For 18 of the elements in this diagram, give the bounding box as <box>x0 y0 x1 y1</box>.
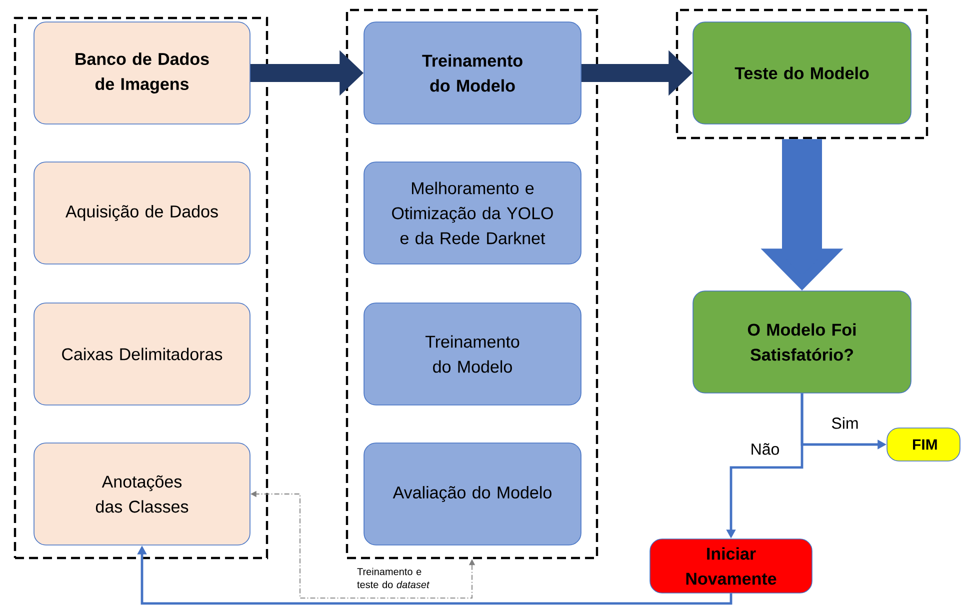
group-frame <box>676 8 928 140</box>
process-box: Iniciar Novamente <box>650 538 812 594</box>
process-box: Anotações das Classes <box>34 442 250 546</box>
process-box: Avaliação do Modelo <box>364 442 582 546</box>
process-box: Melhoramento e Otimização da YOLO e da Rede Darknet <box>364 162 582 264</box>
process-box: Treinamento do Modelo <box>364 302 582 406</box>
edge-label: Sim <box>830 416 860 430</box>
group-frame <box>346 8 598 560</box>
process-box: Caixas Delimitadoras <box>34 302 250 406</box>
edge-label: Treinamento e teste do dataset <box>356 566 438 590</box>
process-box: Banco de Dados de Imagens <box>34 22 250 124</box>
group-frame <box>14 16 268 560</box>
process-box: Teste do Modelo <box>692 22 912 124</box>
edge-label: Não <box>749 442 781 456</box>
process-box: Aquisição de Dados <box>34 162 250 264</box>
end-box: FIM <box>886 428 960 462</box>
process-box: O Modelo Foi Satisfatório? <box>692 290 912 394</box>
process-box: Treinamento do Modelo <box>364 22 582 124</box>
